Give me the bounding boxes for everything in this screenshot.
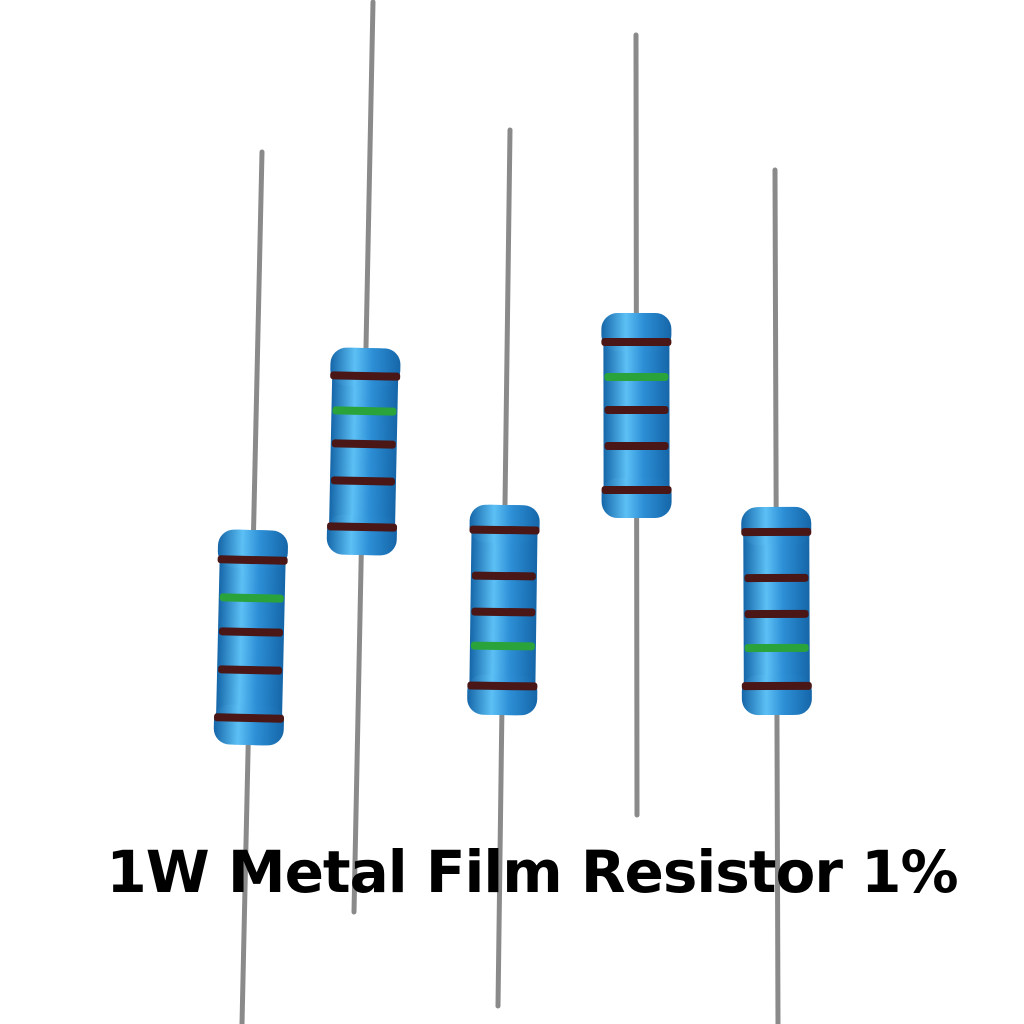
color-band-brown [741,681,812,691]
resistor-body [215,529,286,746]
color-band-green [744,643,809,653]
lead-wire-top [250,149,265,543]
color-band-brown [327,522,398,532]
resistor-body [603,312,670,519]
color-band-green [604,372,669,382]
color-band-brown [604,441,669,451]
color-band-brown [744,573,809,583]
color-band-green [470,641,535,651]
color-band-brown [741,527,812,537]
resistor-3 [467,127,540,1009]
color-band-brown [330,476,396,486]
lead-wire-bottom [239,732,251,1024]
color-band-brown [217,555,288,565]
color-band-brown [469,525,540,535]
color-band-brown [744,609,809,619]
color-band-brown [601,485,672,495]
lead-wire-bottom [495,702,505,1009]
color-band-brown [218,627,284,637]
color-band-brown [330,371,401,381]
resistor-body [328,347,399,556]
lead-wire-top [502,127,513,518]
lead-wire-bottom [351,542,364,915]
color-band-brown [604,405,669,415]
color-band-brown [214,713,285,723]
color-band-green [332,406,397,416]
color-band-brown [467,681,538,691]
color-band-green [219,593,284,603]
lead-wire-bottom [774,702,781,1024]
resistor-5 [741,167,812,1024]
product-caption: 1W Metal Film Resistor 1% [106,838,958,906]
color-band-brown [471,571,536,581]
color-band-brown [601,337,672,347]
lead-wire-top [363,0,376,361]
color-band-brown [331,439,396,449]
color-band-brown [218,665,283,675]
lead-wire-top [772,167,779,520]
color-band-brown [471,607,536,617]
resistor-1 [213,149,288,1024]
resistor-2 [326,0,401,915]
resistor-4 [601,32,672,818]
